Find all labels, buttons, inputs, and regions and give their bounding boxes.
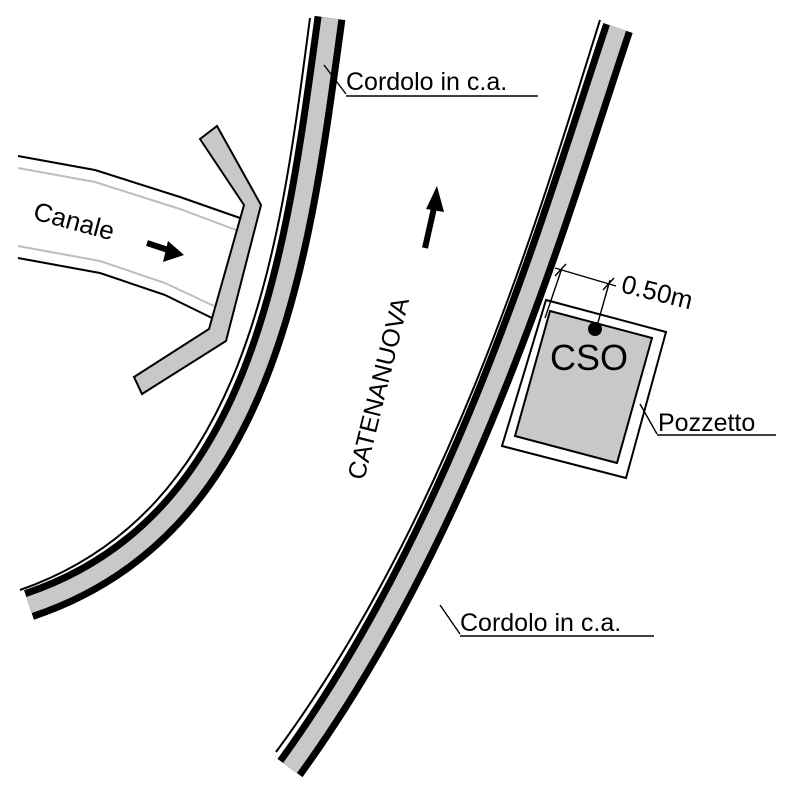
canal-top-bank	[17, 155, 241, 219]
arrow-right-icon	[163, 241, 184, 262]
label-cordolo-bottom-group: Cordolo in c.a.	[439, 604, 654, 637]
label-catenanuova: CATENANUOVA	[343, 294, 415, 482]
dimension-extension-right	[596, 279, 611, 327]
leader-cordolo-bottom	[439, 604, 461, 635]
label-pozzetto-group: Pozzetto	[639, 403, 776, 437]
dimension-extension-left	[544, 267, 563, 319]
curb-left-edge-line	[19, 17, 311, 591]
label-cordolo-bottom: Cordolo in c.a.	[460, 609, 621, 637]
label-cordolo-top-group: Cordolo in c.a.	[323, 64, 538, 97]
dimension-line	[554, 267, 617, 287]
dimension-label: 0.50m	[619, 269, 696, 316]
curb-right-concrete	[283, 25, 627, 773]
leader-pozzetto	[639, 403, 658, 435]
canal-bottom-bank	[17, 257, 213, 319]
canal-bottom-inner-edge	[17, 245, 215, 307]
arrow-up-shaft	[422, 207, 437, 249]
canal	[17, 155, 241, 319]
catenanuova-arrow	[422, 186, 444, 249]
dimension-tick-right	[602, 277, 615, 291]
curb-right-edge-line	[275, 19, 601, 753]
canale-arrow	[146, 240, 184, 262]
curb-right	[275, 19, 633, 778]
canal-headwall	[132, 124, 263, 396]
pozzetto-inner-chamber	[513, 309, 654, 465]
arrow-right-shaft	[146, 240, 169, 253]
curb-left	[19, 15, 346, 620]
label-cso: CSO	[550, 337, 628, 378]
label-canale: Canale	[30, 196, 117, 246]
pozzetto	[500, 298, 668, 480]
arrow-up-icon	[426, 186, 444, 212]
label-pozzetto: Pozzetto	[658, 409, 755, 437]
leader-cordolo-top	[323, 64, 347, 95]
canal-top-inner-edge	[17, 167, 237, 231]
label-cordolo-top: Cordolo in c.a.	[346, 68, 507, 96]
curb-left-concrete	[26, 16, 339, 614]
canal-headwall-shape	[132, 124, 263, 396]
cso-point-marker	[588, 322, 602, 336]
dimension-tick-left	[554, 263, 567, 277]
